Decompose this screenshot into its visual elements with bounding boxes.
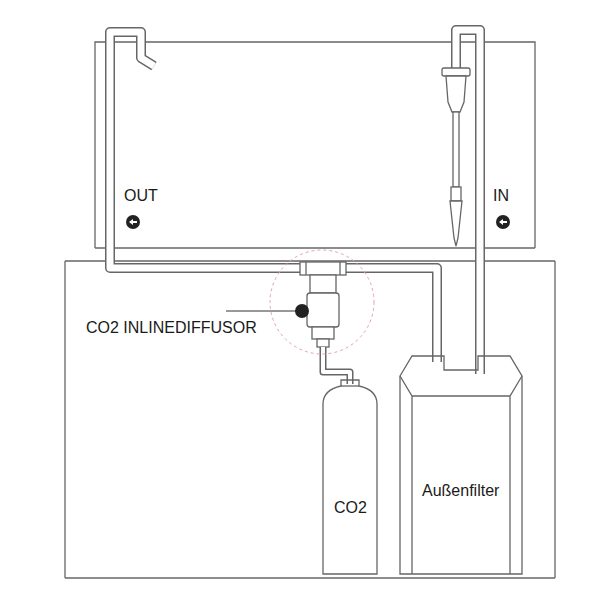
co2-bottle-outline bbox=[321, 378, 379, 575]
strainer-tube bbox=[453, 112, 459, 187]
co2-bottle: CO2 bbox=[321, 378, 379, 575]
cabinet-side bbox=[64, 261, 65, 578]
node-label: CO2 bbox=[332, 498, 369, 517]
in-label: IN bbox=[493, 186, 509, 205]
cabinet-side bbox=[554, 261, 555, 578]
tank-bottom bbox=[95, 247, 535, 248]
strainer-joint bbox=[451, 187, 461, 201]
cabinet-floor bbox=[65, 577, 555, 578]
leader-line bbox=[226, 311, 296, 312]
diffusor-neck bbox=[310, 275, 336, 293]
in-icon bbox=[496, 215, 510, 229]
out-label: OUT bbox=[124, 186, 158, 205]
diffusor-body bbox=[307, 293, 339, 327]
strainer-body bbox=[446, 76, 466, 112]
external-filter-outline bbox=[398, 352, 524, 575]
strainer-clip bbox=[442, 68, 470, 76]
co2-tube bbox=[323, 347, 350, 384]
tank-outline bbox=[95, 42, 535, 248]
strainer-tip bbox=[450, 201, 462, 246]
highlight-circle bbox=[270, 250, 374, 354]
out-icon bbox=[126, 215, 140, 229]
diffusor-inlet bbox=[317, 339, 329, 347]
outflow-pipe bbox=[110, 32, 437, 362]
node-label: Außenfilter bbox=[420, 481, 501, 500]
co2-tube-inner bbox=[323, 347, 350, 384]
diffusor-cap bbox=[312, 327, 334, 339]
outflow-pipe-inner bbox=[110, 32, 437, 362]
callout-dot bbox=[295, 304, 309, 318]
external-filter: Außenfilter bbox=[398, 352, 524, 575]
callout-label: CO2 INLINEDIFFUSOR bbox=[86, 318, 257, 337]
diffusor-tee bbox=[300, 262, 346, 275]
